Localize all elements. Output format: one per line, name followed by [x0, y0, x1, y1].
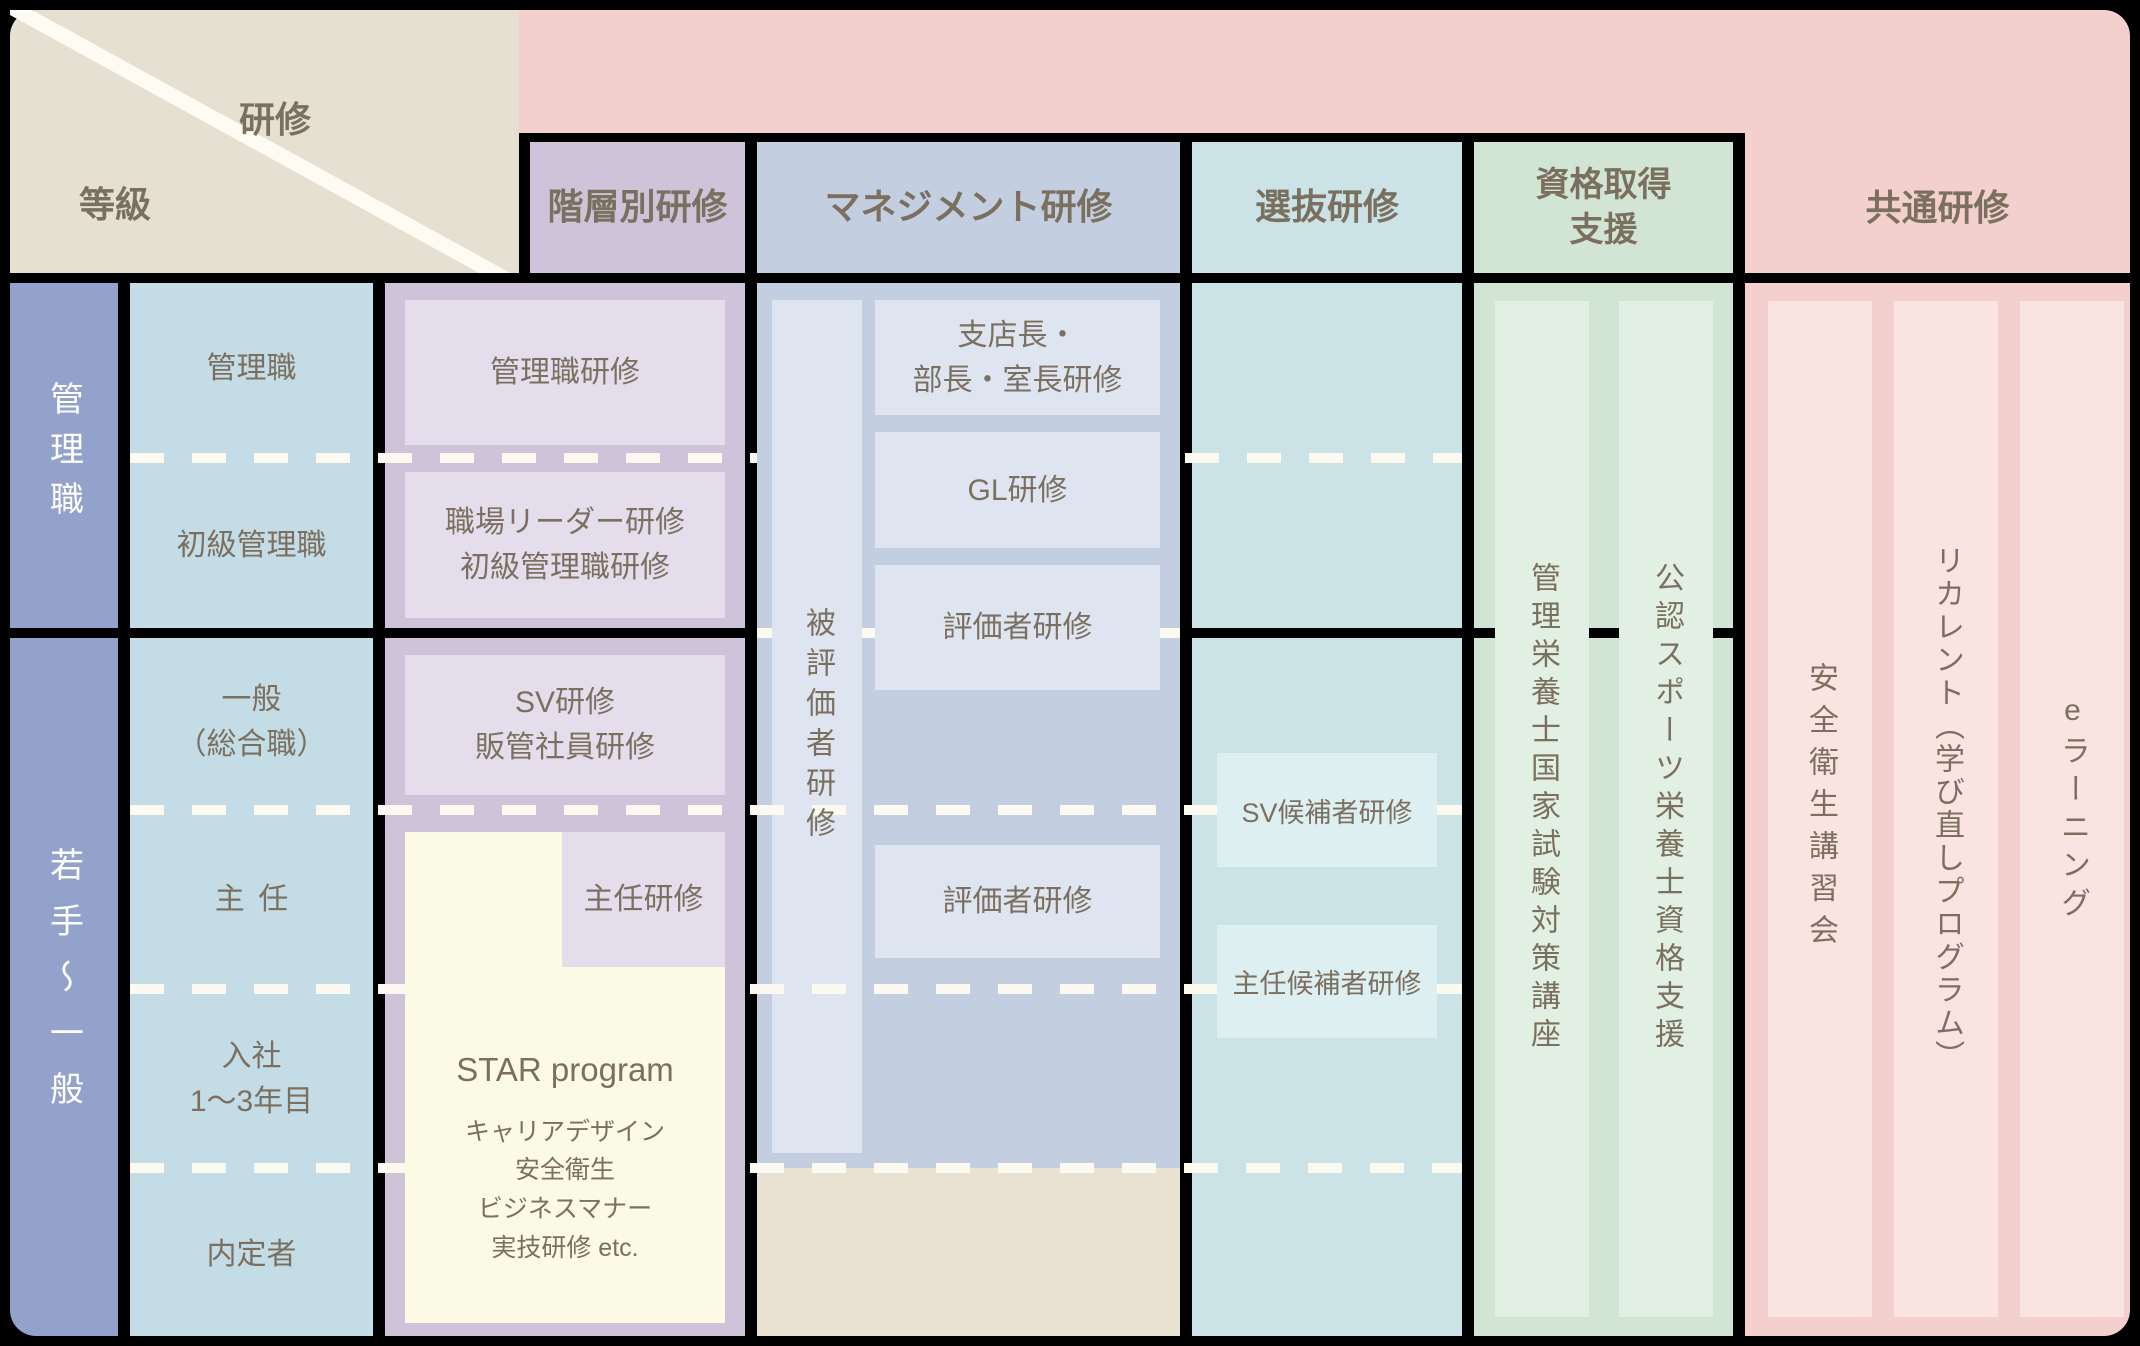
header-bottom-border — [0, 273, 2140, 283]
header-qualification: 資格取得 支援 — [1474, 142, 1733, 273]
header-hierarchy-label: 階層別研修 — [547, 186, 728, 228]
row-separator-black — [1713, 628, 1745, 638]
grade-row-general: 一般（総合職） — [176, 682, 327, 761]
cell-manager-training: 管理職研修 — [405, 300, 725, 445]
cell-gl-training: GL研修 — [875, 432, 1160, 548]
star-program-items: キャリアデザイン 安全衛生 ビジネスマナー 実技研修 etc. — [464, 1117, 665, 1262]
cell-elearning: eラーニング — [2020, 301, 2124, 1317]
star-program-box-upper — [405, 832, 562, 967]
vertical-border — [118, 283, 130, 1336]
header-hierarchy: 階層別研修 — [530, 142, 745, 273]
vertical-border — [1462, 283, 1474, 1336]
dashed-separator — [130, 1163, 1462, 1173]
header-selection-label: 選抜研修 — [1254, 186, 1399, 228]
cell-chief-training: 主任研修 — [562, 832, 725, 967]
axis-label-training: 研修 — [238, 98, 311, 140]
star-program-box — [405, 967, 725, 1323]
cell-branch-manager-training: 支店長・部長・室長研修 — [875, 300, 1160, 415]
row-separator-black — [10, 628, 757, 638]
grade-section-strip — [10, 283, 118, 1336]
dashed-separator — [1185, 453, 1462, 463]
cell-evaluator-training-1-box — [875, 565, 1160, 690]
grade-row-junior-manager: 初級管理職 — [176, 529, 327, 562]
cell-evaluator-training-1-label: 評価者研修 — [942, 611, 1093, 644]
grade-row-prospective: 内定者 — [206, 1238, 297, 1271]
cell-sports-dietitian-support: 公認スポーツ栄養士資格支援 — [1619, 301, 1713, 1317]
header-qualification-label: 資格取得 支援 — [1535, 166, 1672, 249]
cell-sv-candidate-training: SV候補者研修 — [1217, 753, 1437, 867]
cell-recurrent-program: リカレント（学び直しプログラム） — [1894, 301, 1998, 1317]
axis-label-grade: 等級 — [78, 183, 151, 225]
vertical-border — [1733, 283, 1745, 1336]
cell-leader-training: 職場リーダー研修初級管理職研修 — [405, 472, 725, 618]
header-common-label: 共通研修 — [1865, 186, 2010, 228]
star-program-title: STAR program — [456, 1051, 674, 1088]
grade-row-manager: 管理職 — [206, 351, 297, 385]
header-management: マネジメント研修 — [757, 142, 1180, 273]
cell-chief-candidate-training: 主任候補者研修 — [1217, 925, 1437, 1038]
header-selection: 選抜研修 — [1192, 142, 1462, 273]
header-management-label: マネジメント研修 — [824, 186, 1113, 228]
dashed-separator — [130, 984, 1462, 994]
row-separator-black — [1589, 628, 1619, 638]
management-column-footer-bg — [757, 1168, 1180, 1336]
cell-evaluated-training-label: 被評価者研修 — [801, 606, 834, 847]
corner-diagonal-line — [10, 10, 519, 285]
cell-safety-seminar: 安全衛生講習会 — [1768, 301, 1872, 1317]
grade-section-young: 若手～一般 — [44, 847, 83, 1127]
row-separator-black — [1180, 628, 1495, 638]
cell-sv-training: SV研修販管社員研修 — [405, 655, 725, 795]
cell-evaluator-training-2: 評価者研修 — [875, 845, 1160, 958]
grade-section-manager: 管理職 — [44, 380, 83, 531]
dashed-separator — [130, 805, 1462, 815]
cell-dietitian-exam-course: 管理栄養士国家試験対策講座 — [1495, 301, 1589, 1317]
header-common: 共通研修 — [1745, 160, 2130, 256]
cell-evaluated-training-box — [772, 300, 862, 1153]
grade-row-chief: 主任 — [214, 883, 302, 916]
dashed-separator — [130, 453, 757, 463]
